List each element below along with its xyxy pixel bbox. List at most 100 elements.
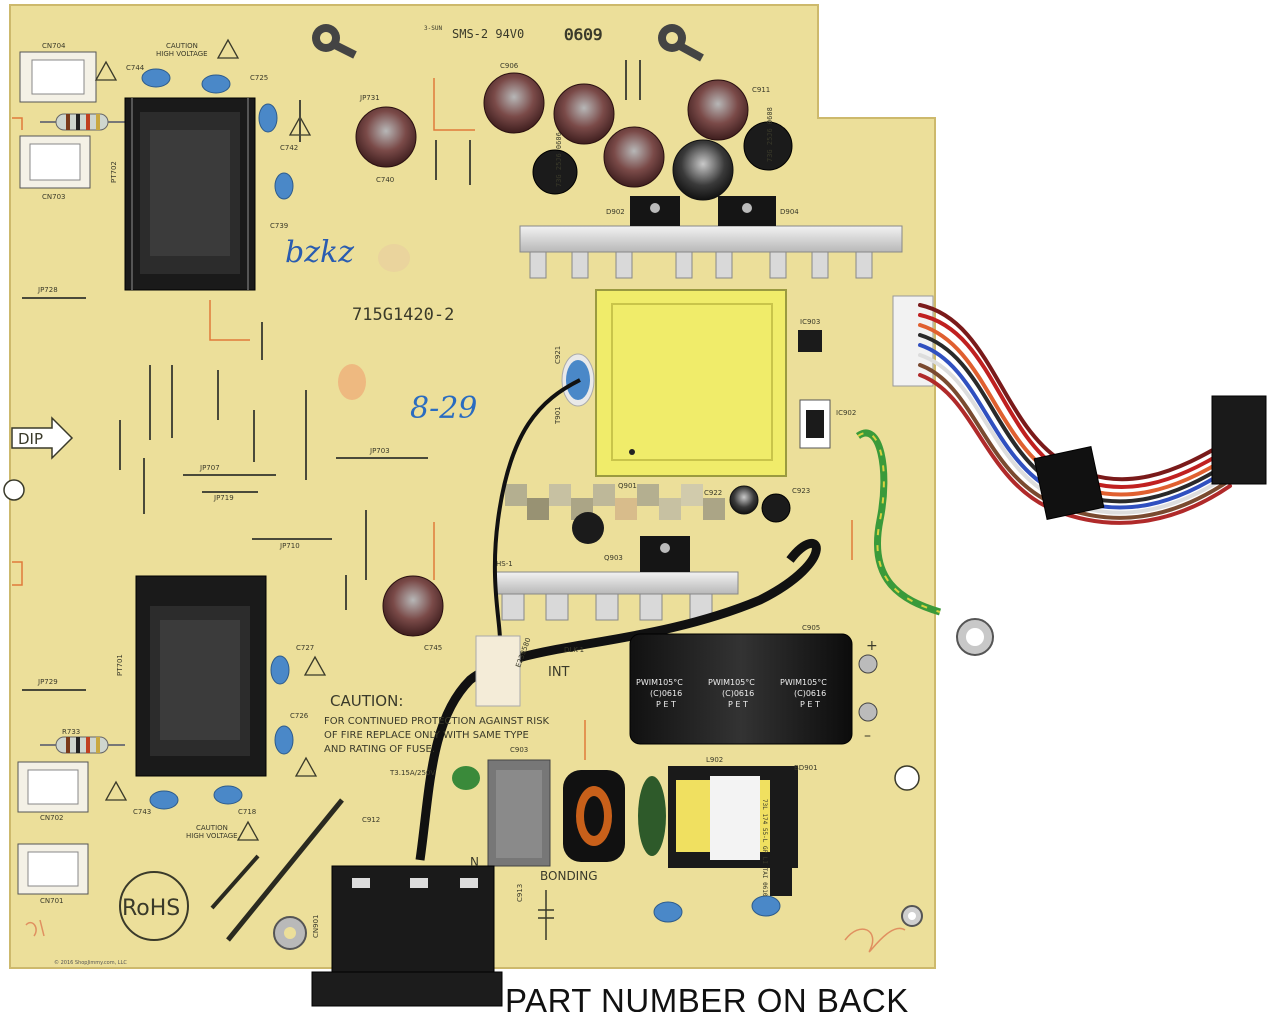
bulk-sleeve-code: (C)0616 xyxy=(722,689,754,698)
silk-label: CN703 xyxy=(42,193,66,201)
bulk-sleeve-code: (C)0616 xyxy=(794,689,826,698)
wire-harness xyxy=(892,295,1267,525)
silk-label: C921 xyxy=(554,346,562,364)
silk-label: JP719 xyxy=(213,494,234,502)
int-label: INT xyxy=(548,665,570,680)
connector-cn703: CN703 xyxy=(19,135,91,201)
hv-caution-top-1: CAUTION xyxy=(166,42,198,50)
bulk-sleeve-label: PWIM105°C xyxy=(780,678,827,687)
caution-line-2: OF FIRE REPLACE ONLY WITH SAME TYPE xyxy=(324,730,529,741)
silk-label: JP703 xyxy=(369,447,390,455)
ceramic-caps xyxy=(141,68,781,923)
cable-print: DLK-1 xyxy=(564,646,584,654)
hv-warning-icon xyxy=(104,780,128,801)
silk-label: C743 xyxy=(133,808,151,816)
neutral-label: N xyxy=(470,855,479,869)
rohs-text: RoHS xyxy=(122,896,180,921)
silk-label: C725 xyxy=(250,74,268,82)
silk-label: L902 xyxy=(706,756,723,764)
bulk-sleeve-label: PWIM105°C xyxy=(636,678,683,687)
mount-holes xyxy=(3,479,923,927)
connector-cn701: CN701 xyxy=(17,843,89,905)
silk-label: Q903 xyxy=(604,554,623,562)
silk-label: C905 xyxy=(802,624,820,632)
jumpers xyxy=(22,60,641,691)
dip-label: DIP xyxy=(18,430,43,448)
silk-label: JP710 xyxy=(279,542,300,550)
cap-mark-a: 73G 25J6 0606 xyxy=(555,132,563,187)
bulk-sleeve-brand: P E T xyxy=(656,700,676,709)
hv-warning-icon xyxy=(94,60,118,81)
caution-line-1: FOR CONTINUED PROTECTION AGAINST RISK xyxy=(324,716,550,727)
silk-label: JP729 xyxy=(37,678,58,686)
fuse-rating: T3.15A/250V xyxy=(389,769,435,777)
caution-line-3: AND RATING OF FUSE. xyxy=(324,744,435,755)
caution-title: CAUTION: xyxy=(330,692,403,710)
silk-label: C742 xyxy=(280,144,298,152)
ic-ic903: IC903 xyxy=(798,318,822,352)
silk-label: CN702 xyxy=(40,814,64,822)
ground-eyelets xyxy=(273,24,994,950)
silk-label: JP707 xyxy=(199,464,220,472)
resistor-r733 xyxy=(40,113,125,131)
silk-label: BD901 xyxy=(794,764,818,772)
orange-scribble xyxy=(25,919,45,937)
silk-label: C727 xyxy=(296,644,314,652)
bulk-sleeve-label: PWIM105°C xyxy=(708,678,755,687)
ac-inlet-cn901: CN901 xyxy=(311,865,503,1007)
resistor-2: R733 xyxy=(40,728,125,754)
green-cap xyxy=(452,766,480,790)
silk-label: C906 xyxy=(500,62,519,70)
orange-smudge xyxy=(338,364,366,400)
bulk-sleeve-brand: P E T xyxy=(800,700,820,709)
common-mode-choke xyxy=(563,770,625,862)
electrolytic-caps xyxy=(355,72,793,637)
silk-label: C740 xyxy=(376,176,394,184)
hv-warning-icon xyxy=(294,756,318,777)
silk-label: T901 xyxy=(554,406,562,425)
thermistor xyxy=(638,776,666,856)
bonding-label: BONDING xyxy=(540,869,598,883)
copyright: © 2016 ShopJimmy.com, LLC xyxy=(54,960,127,966)
handwriting-1: bzkz xyxy=(285,235,354,270)
hs-label: HS-1 xyxy=(496,560,513,568)
silk-label: IC902 xyxy=(836,409,856,417)
orange-scribble xyxy=(844,927,906,953)
silk-label: D904 xyxy=(780,208,799,216)
top-marking: SMS-2 94V0 xyxy=(452,27,524,41)
connector-cn702: CN702 xyxy=(17,761,89,822)
minus-sign: – xyxy=(864,728,871,744)
silk-label: CN704 xyxy=(42,42,66,50)
silk-label: C726 xyxy=(290,712,309,720)
bulk-sleeve-code: (C)0616 xyxy=(650,689,682,698)
hv-warning-icon xyxy=(303,655,327,676)
silk-label: C745 xyxy=(424,644,442,652)
inductor-label: 73L 174 55-L GP LI TAI 0610 xyxy=(761,799,768,897)
bonding-symbol xyxy=(538,890,554,940)
rohs-mark xyxy=(119,871,189,941)
part-number-caption: PART NUMBER ON BACK xyxy=(505,982,909,1012)
handwriting-2: 8-29 xyxy=(410,391,477,426)
maker-mark: 3-SUN xyxy=(424,25,442,32)
silk-label: PT702 xyxy=(110,161,118,183)
heatsink-lower xyxy=(495,536,739,621)
silk-label: C718 xyxy=(238,808,256,816)
silk-label: C739 xyxy=(270,222,288,230)
silk-label: CN701 xyxy=(40,897,64,905)
hv-caution-bottom-2: HIGH VOLTAGE xyxy=(186,832,238,840)
silk-label: C922 xyxy=(704,489,722,497)
silk-label: JP731 xyxy=(359,94,380,102)
silk-diagonal xyxy=(226,798,344,942)
bridge-rectifier-bd901: BD901 xyxy=(770,764,818,896)
connector-cn704: CN704 xyxy=(19,42,97,103)
plus-sign: + xyxy=(866,638,878,654)
hv-warning-icon xyxy=(216,38,240,59)
hv-warning-icon xyxy=(236,820,260,841)
top-date: 0609 xyxy=(564,25,603,44)
orange-smudge xyxy=(378,244,410,272)
transformer-pt702: PT702 xyxy=(110,97,256,291)
silk-label: C923 xyxy=(792,487,810,495)
silk-label: C903 xyxy=(510,746,528,754)
silk-label: D902 xyxy=(606,208,625,216)
